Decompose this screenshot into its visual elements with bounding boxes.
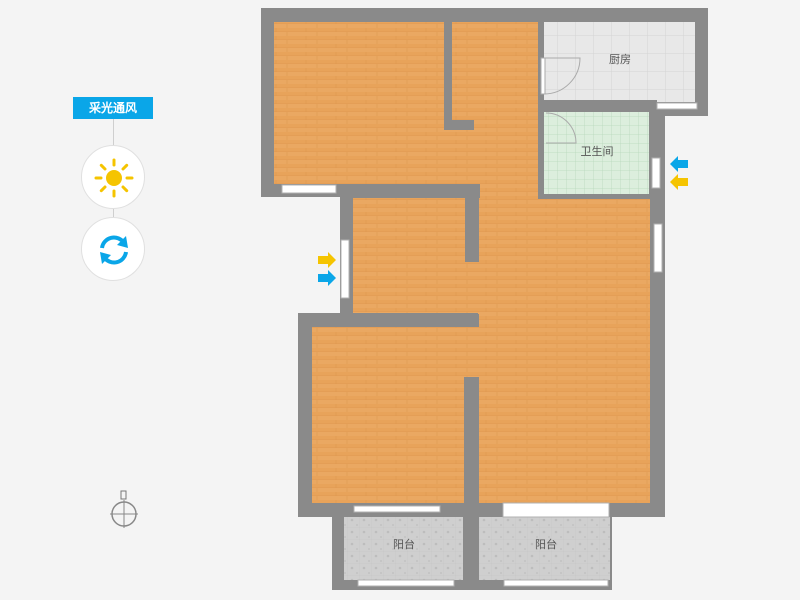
kitchen-floor [543, 22, 695, 102]
lighting-ventilation-title: 采光通风 [73, 97, 153, 119]
airflow-arrows [318, 156, 688, 286]
compass-icon [110, 490, 138, 528]
ventilation-button[interactable] [81, 217, 145, 281]
bedroom-lower [312, 327, 464, 503]
bathroom-floor [543, 112, 649, 194]
bedroom-top-left [274, 22, 444, 184]
room-label-kitchen: 厨房 [609, 54, 631, 66]
living-room [479, 197, 650, 503]
arrow-yellow-out [670, 174, 688, 190]
connector-line [113, 119, 114, 145]
room-label-bathroom: 卫生间 [580, 146, 614, 158]
balcony-left-floor [344, 517, 463, 580]
arrow-blue-in [318, 270, 336, 286]
room-label-balcony-right: 阳台 [535, 539, 557, 551]
room-label-balcony-left: 阳台 [393, 539, 415, 551]
refresh-icon [100, 235, 128, 265]
rooms [274, 22, 695, 580]
sun-icon [94, 158, 134, 198]
connector-line [113, 209, 114, 217]
balcony-right-floor [479, 517, 610, 580]
bedroom-middle [353, 198, 465, 313]
arrow-blue-out [670, 156, 688, 172]
arrow-yellow-in [318, 252, 336, 268]
sunlight-button[interactable] [81, 145, 145, 209]
